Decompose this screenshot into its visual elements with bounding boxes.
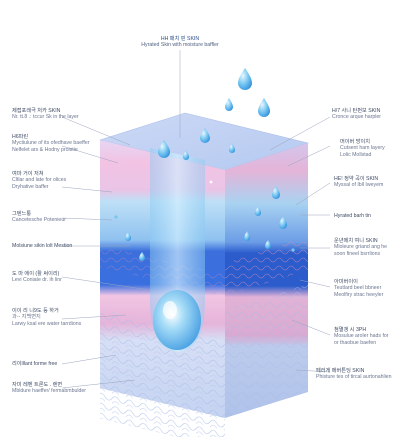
- right-label-6-desc2: Meolfiry strac heeyler: [334, 291, 384, 298]
- right-label-5-title: 운년메치 여니 SKIN: [334, 238, 378, 244]
- left-label-7-desc2: Larwy ksal ere water tarrdions: [12, 320, 82, 327]
- right-label-5: 운년메치 여니 SKIN Mloleure griand ang he soon…: [334, 238, 387, 257]
- left-label-9-title: 자미 레벤 트론도 . 렌면: [12, 382, 63, 388]
- right-label-5-desc2: soon fineel bsrrlions: [334, 250, 381, 257]
- leader-lines: [61, 50, 331, 389]
- right-label-2-title: 머이버 방이치: [340, 139, 371, 145]
- right-label-1: H/7 사니 탄펀보 SKIN Cronce arque harpler: [332, 108, 381, 121]
- right-label-5-desc: Mloleure griand ang he: [334, 244, 388, 251]
- right-label-7: 첨멸갱 시 3PH Mosulue aroler hads for or tha…: [334, 327, 389, 346]
- left-label-5: Molsiune sikin lolt Mestion: [12, 243, 72, 249]
- left-label-8: 리이lllant forme free: [12, 361, 57, 367]
- water-bulb: [153, 290, 201, 350]
- left-label-8-title: 리이lllant forme free: [12, 361, 58, 367]
- right-label-1-title: H/7 사니 탄펀보 SKIN: [332, 108, 381, 114]
- right-label-7-desc2: or thaobue baefen: [334, 339, 377, 346]
- left-label-7: 이이 리 니9도 등 하거 과-- 지백면지 Larwy ksal ere wa…: [12, 308, 81, 327]
- left-label-7-desc: 과-- 지백면지: [12, 314, 41, 321]
- left-label-9-desc: Mbldure haeffer/ fermabmbulder: [12, 388, 87, 395]
- right-label-8: 페러게 메버튼딩 SKIN Phisture tes of tircal aur…: [316, 368, 392, 381]
- left-label-1: 제접포레극 처카 SKIN Nr. tt.8 .: tccur Sk in th…: [12, 108, 79, 121]
- left-label-2-desc2: Nelfelet ars & Hodny proistie: [12, 146, 78, 153]
- right-label-4: Hyrated barh tin: [334, 213, 371, 219]
- right-label-2-desc: Cutsent ham layery: [340, 145, 385, 152]
- right-label-7-desc: Mosulue aroler hads for: [334, 333, 389, 340]
- left-label-9: 자미 레벤 트론도 . 렌면 Mbldure haeffer/ fermabmb…: [12, 382, 86, 395]
- left-label-3: 여마 거이 저쳐 Cltlar and late for olices Dryh…: [12, 171, 66, 190]
- left-label-4-title: 그텐느퉁: [12, 211, 32, 217]
- left-label-5-title: Molsiune sikin lolt Mestion: [12, 243, 73, 249]
- left-label-2: H6파린 Myctiulune of its ofedhave baeffer …: [12, 134, 89, 153]
- top-label-subtitle: Hyrated Skin with moisture baffler: [141, 42, 219, 49]
- right-label-2-desc2: Lolic Mollstad: [340, 151, 372, 158]
- right-label-6-title: 아미버이이: [334, 279, 358, 285]
- right-label-3: HE! 정약 곡이 SKIN Myssal of Ibll Iweyem: [334, 176, 383, 189]
- left-label-3-desc2: Dryhative baffer: [12, 183, 49, 190]
- right-label-3-title: HE! 정약 곡이 SKIN: [334, 176, 379, 182]
- right-label-6: 아미버이이 Teutlard beel bbneer Meolfiry stra…: [334, 279, 383, 298]
- top-label-title: HH 패치 핀 SKIN: [160, 36, 200, 42]
- left-label-4: 그텐느퉁 Cancetesche Potenieur: [12, 211, 66, 224]
- left-label-3-desc: Cltlar and late for olices: [12, 177, 67, 184]
- right-label-3-desc: Myssal of Ibll Iweyem: [334, 182, 384, 189]
- left-label-3-title: 여마 거이 저쳐: [12, 171, 44, 177]
- top-label: HH 패치 핀 SKIN Hyrated Skin with moisture …: [140, 36, 220, 49]
- water-droplets: [114, 68, 295, 261]
- left-label-6-desc: Levi Coniate dr. ih linr: [12, 277, 62, 284]
- right-label-8-desc: Phisture tes of tircal aurtonahlien: [316, 374, 392, 381]
- right-label-1-desc: Cronce arque harpler: [332, 114, 382, 121]
- left-label-1-desc: Nr. tt.8 .: tccur Sk in the layer: [12, 114, 79, 121]
- left-label-1-title: 제접포레극 처카 SKIN: [12, 108, 61, 114]
- right-label-6-desc: Teutlard beel bbneer: [334, 285, 382, 292]
- left-label-6-title: 도 마 에이 (활 써이리): [12, 271, 60, 277]
- left-label-2-title: H6파린: [12, 134, 29, 140]
- right-label-2: 머이버 방이치 Cutsent ham layery Lolic Mollsta…: [340, 139, 385, 158]
- right-label-8-title: 페러게 메버튼딩 SKIN: [316, 368, 365, 374]
- left-label-6: 도 마 에이 (활 써이리) Levi Coniate dr. ih linr: [12, 271, 62, 284]
- right-label-4-title: Hyrated barh tin: [334, 213, 371, 219]
- left-label-4-desc: Cancetesche Potenieur: [12, 217, 66, 224]
- right-label-7-title: 첨멸갱 시 3PH: [334, 327, 367, 333]
- left-label-7-title: 이이 리 니9도 등 하거: [12, 308, 59, 314]
- left-label-2-desc: Myctiulune of its ofedhave baeffer: [12, 140, 90, 147]
